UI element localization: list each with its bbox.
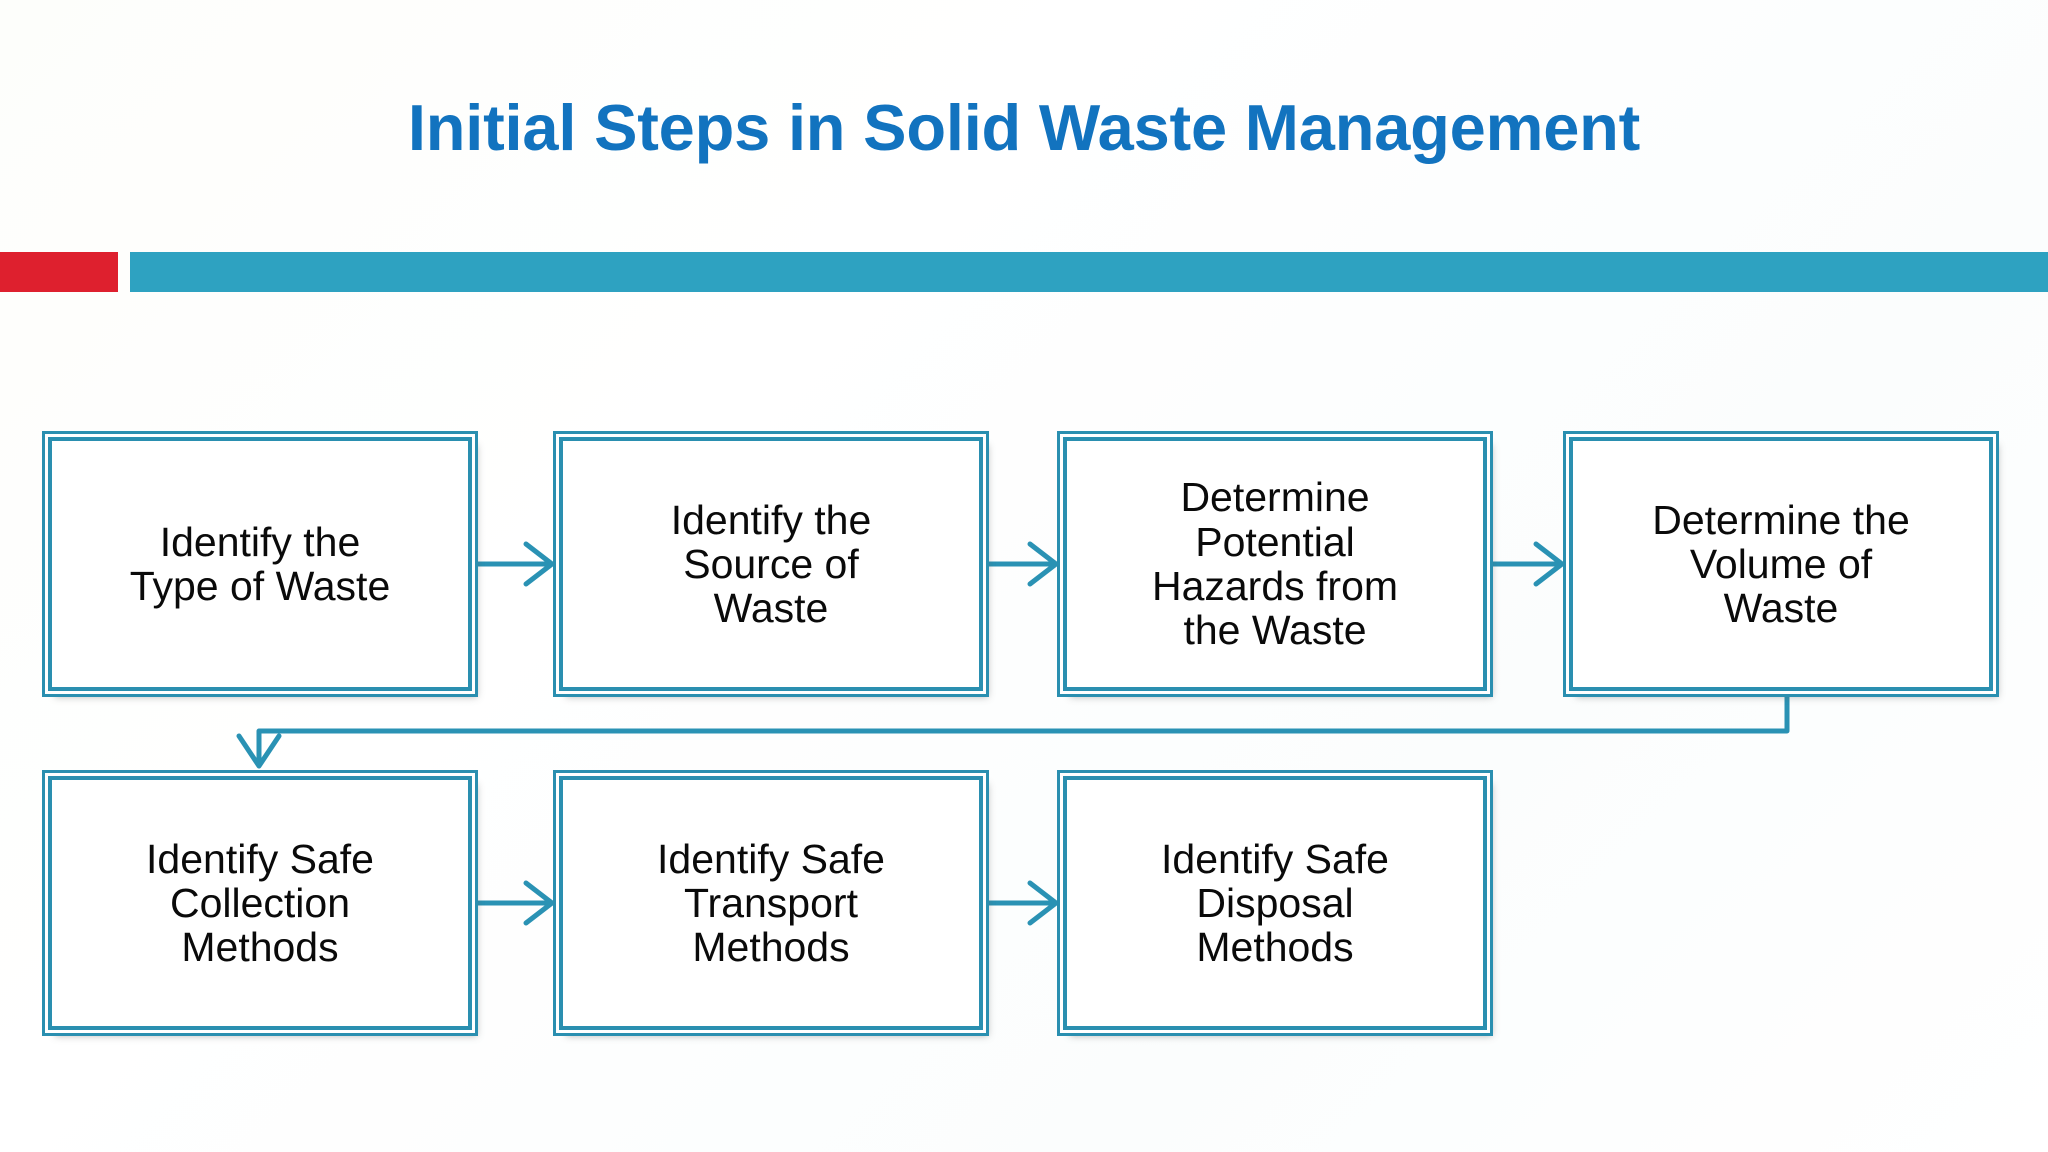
flow-step-label-1: Identify the Type of Waste [129,518,391,609]
connector-3-to-4 [1493,541,1565,587]
connector-6-to-7 [989,880,1059,926]
flow-step-box-7[interactable]: Identify Safe Disposal Methods [1063,776,1487,1030]
red-accent-bar [0,252,118,292]
flow-step-box-2[interactable]: Identify the Source of Waste [559,437,983,691]
flow-step-label-5: Identify Safe Collection Methods [146,835,374,971]
flow-step-box-1[interactable]: Identify the Type of Waste [48,437,472,691]
flow-step-box-5[interactable]: Identify Safe Collection Methods [48,776,472,1030]
flow-step-box-4[interactable]: Determine the Volume of Waste [1569,437,1993,691]
flow-step-box-6[interactable]: Identify Safe Transport Methods [559,776,983,1030]
teal-accent-bar [130,252,2048,292]
flow-step-label-7: Identify Safe Disposal Methods [1161,835,1389,971]
connector-1-to-2 [478,541,555,587]
connector-4-to-5 [236,694,1790,769]
connector-2-to-3 [989,541,1059,587]
page-title: Initial Steps in Solid Waste Management [407,91,1641,164]
flow-step-label-2: Identify the Source of Waste [670,496,872,632]
flow-step-label-4: Determine the Volume of Waste [1652,496,1910,632]
flow-step-label-3: Determine Potential Hazards from the Was… [1151,474,1399,654]
connector-5-to-6 [478,880,555,926]
flow-step-label-6: Identify Safe Transport Methods [657,835,885,971]
flow-step-box-3[interactable]: Determine Potential Hazards from the Was… [1063,437,1487,691]
